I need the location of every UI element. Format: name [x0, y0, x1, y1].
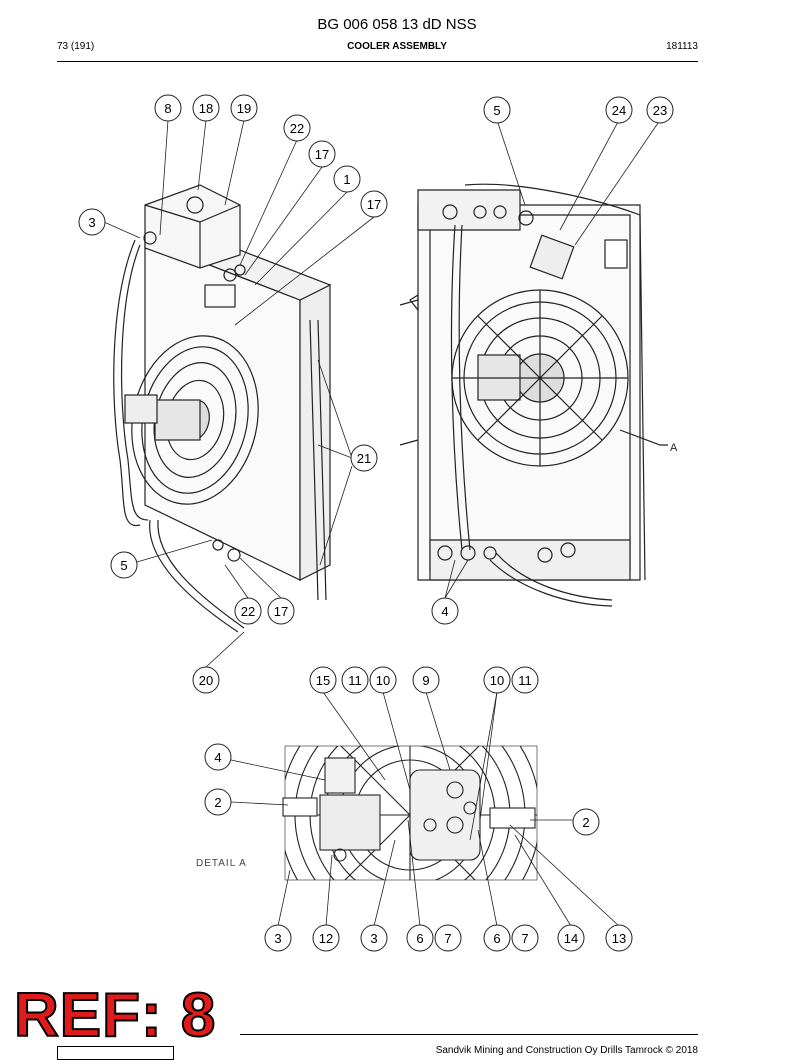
svg-text:17: 17: [274, 604, 288, 619]
callout-bubble: 19: [230, 94, 258, 122]
view-marker: A: [670, 442, 678, 454]
callout-bubble: 3: [264, 924, 292, 952]
callout-bubble: 1: [333, 165, 361, 193]
footer-divider: [240, 1034, 698, 1035]
svg-text:18: 18: [199, 101, 213, 116]
svg-text:8: 8: [164, 101, 171, 116]
svg-text:21: 21: [357, 451, 371, 466]
svg-text:14: 14: [564, 931, 578, 946]
callout-bubble: 22: [234, 597, 262, 625]
svg-text:10: 10: [376, 673, 390, 688]
svg-text:11: 11: [348, 673, 362, 688]
leader-lines: [103, 119, 661, 927]
svg-text:7: 7: [521, 931, 528, 946]
brand-logo: [57, 1046, 174, 1060]
callout-bubble: 2: [572, 808, 600, 836]
svg-text:23: 23: [653, 103, 667, 118]
callout-bubble: 15: [309, 666, 337, 694]
callout-bubble: 3: [78, 208, 106, 236]
footer-copyright: Sandvik Mining and Construction Oy Drill…: [435, 1045, 698, 1056]
svg-text:5: 5: [493, 103, 500, 118]
detail-label: DETAIL A: [196, 858, 247, 869]
ref-stamp: REF: 8: [13, 981, 217, 1050]
callout-bubble: 17: [308, 140, 336, 168]
svg-text:19: 19: [237, 101, 251, 116]
document-date: 181113: [666, 41, 698, 52]
svg-text:4: 4: [441, 604, 448, 619]
svg-text:2: 2: [214, 795, 221, 810]
callout-bubble: 3: [360, 924, 388, 952]
svg-text:6: 6: [493, 931, 500, 946]
svg-text:1: 1: [343, 172, 350, 187]
svg-text:15: 15: [316, 673, 330, 688]
page-number: 73 (191): [57, 41, 95, 52]
svg-text:6: 6: [416, 931, 423, 946]
svg-text:20: 20: [199, 673, 213, 688]
callout-bubble: 7: [434, 924, 462, 952]
callout-bubble: 4: [431, 597, 459, 625]
svg-text:10: 10: [490, 673, 504, 688]
svg-text:13: 13: [612, 931, 626, 946]
callout-bubble: 12: [312, 924, 340, 952]
callout-bubble: 5: [110, 551, 138, 579]
callout-bubble: 11: [511, 666, 539, 694]
callout-bubble: 9: [412, 666, 440, 694]
svg-text:17: 17: [367, 197, 381, 212]
svg-text:12: 12: [319, 931, 333, 946]
callout-bubble: 10: [369, 666, 397, 694]
callout-bubble: 10: [483, 666, 511, 694]
svg-text:3: 3: [274, 931, 281, 946]
callout-bubble: 8: [154, 94, 182, 122]
callout-bubble: 2: [204, 788, 232, 816]
svg-text:2: 2: [582, 815, 589, 830]
svg-text:17: 17: [315, 147, 329, 162]
callout-bubble: 13: [605, 924, 633, 952]
callout-bubble: 18: [192, 94, 220, 122]
callout-bubble: 23: [646, 96, 674, 124]
svg-text:3: 3: [370, 931, 377, 946]
callout-bubble: 4: [204, 743, 232, 771]
detail-a-view: [282, 745, 538, 881]
svg-text:3: 3: [88, 215, 95, 230]
svg-text:24: 24: [612, 103, 626, 118]
header-divider: [57, 61, 698, 62]
section-title: COOLER ASSEMBLY: [347, 41, 447, 52]
cooler-view-right: [399, 183, 668, 607]
svg-text:11: 11: [518, 673, 532, 688]
svg-text:9: 9: [422, 673, 429, 688]
callout-bubble: 5: [483, 96, 511, 124]
svg-text:22: 22: [290, 121, 304, 136]
callout-bubble: 14: [557, 924, 585, 952]
callout-bubble: 21: [350, 444, 378, 472]
callouts: 8 18 19 22 17 1 17 3 21 5 22 17 20 5 24 …: [78, 94, 674, 952]
svg-text:5: 5: [120, 558, 127, 573]
callout-bubble: 17: [267, 597, 295, 625]
callout-bubble: 22: [283, 114, 311, 142]
svg-text:4: 4: [214, 750, 221, 765]
svg-text:22: 22: [241, 604, 255, 619]
callout-bubble: 17: [360, 190, 388, 218]
callout-bubble: 6: [483, 924, 511, 952]
callout-bubble: 7: [511, 924, 539, 952]
callout-bubble: 11: [341, 666, 369, 694]
callout-bubble: 24: [605, 96, 633, 124]
svg-text:7: 7: [444, 931, 451, 946]
callout-bubble: 20: [192, 666, 220, 694]
cooler-view-left: [113, 184, 332, 633]
callout-bubble: 6: [406, 924, 434, 952]
document-id: BG 006 058 13 dD NSS: [317, 16, 477, 33]
